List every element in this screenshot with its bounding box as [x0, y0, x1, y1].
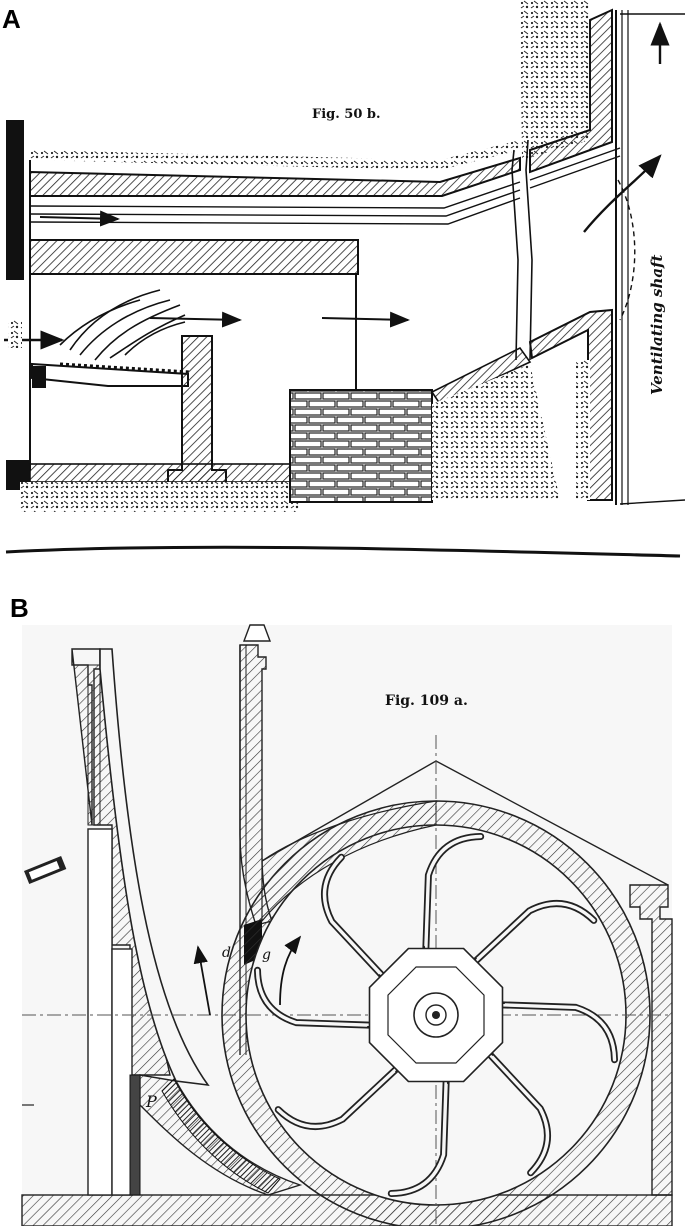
volute-lining	[161, 1078, 281, 1194]
fan-hub	[368, 947, 504, 1083]
earth-top	[30, 140, 520, 170]
lower-flue-slope	[430, 346, 532, 406]
fan-blade-inner	[423, 834, 483, 958]
fan-blade-inner	[255, 968, 379, 1028]
fire-flames	[59, 289, 186, 361]
outflow-arrow	[193, 945, 211, 1016]
evase-curve	[99, 648, 210, 1087]
fan-casing-diagram: Fig. 109 a. d g P	[21, 624, 673, 1226]
middle-slab	[29, 239, 359, 275]
left-wall-upper	[6, 120, 24, 280]
shaft-elbow-wall	[529, 8, 613, 174]
fan-blade-inner	[468, 901, 596, 968]
scale-fragment	[23, 856, 67, 884]
rotation-arrow	[279, 935, 302, 1006]
fan-blade-inner	[493, 1002, 617, 1062]
brick-block	[289, 389, 433, 503]
fan-blade-inner	[483, 1047, 550, 1175]
furnace-ventilation-diagram: Fig. 50 b. Ventilating shaft	[4, 0, 685, 558]
shaft-turn-arrow	[583, 154, 662, 233]
gas-arrow	[321, 311, 410, 328]
label-g: g	[262, 947, 271, 963]
flue-arrow-1	[39, 210, 120, 227]
shaft-label: Ventilating shaft	[648, 254, 666, 395]
fig-label-b: Fig. 109 a.	[385, 693, 468, 709]
panel-b-letter: B	[10, 593, 29, 623]
label-p: P	[145, 1092, 157, 1111]
panel-a: A	[0, 0, 685, 560]
earth-bottom	[20, 482, 300, 512]
fan-blade-inner	[389, 1072, 449, 1196]
top-fitting	[242, 624, 272, 642]
panel-a-letter: A	[2, 4, 21, 34]
flame-arrow	[149, 311, 242, 328]
panel-b: B	[0, 585, 685, 1226]
earth-top-right	[520, 0, 590, 160]
upper-flue-wall	[29, 156, 521, 197]
shaft-inlet-dashed	[617, 179, 636, 321]
fan-blade-inner	[322, 855, 389, 983]
furnace-floor	[29, 463, 291, 483]
fig-label-a: Fig. 50 b.	[312, 107, 381, 122]
label-d: d	[222, 945, 231, 961]
left-pilaster	[87, 828, 113, 1196]
fan-blade-inner	[276, 1062, 404, 1129]
casing-right-wall	[629, 884, 673, 1196]
plate-p	[129, 1074, 141, 1196]
panel-a-baseline	[5, 545, 681, 558]
shaft-lower-wall	[528, 308, 613, 501]
fan-blades	[254, 833, 618, 1197]
